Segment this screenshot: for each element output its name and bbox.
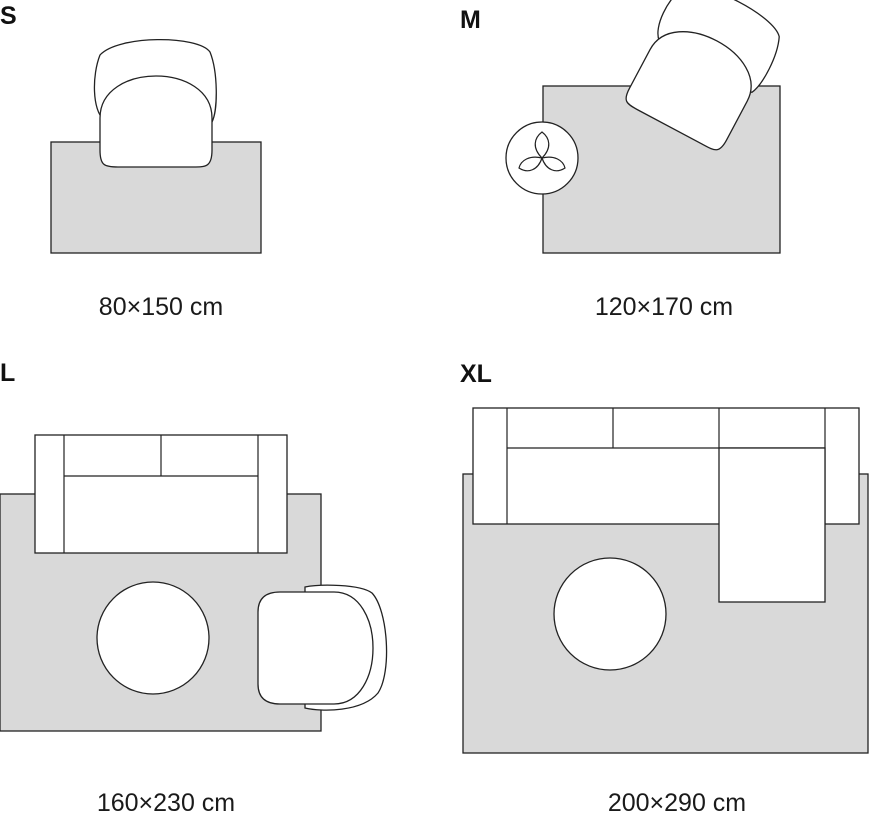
size-label-m: M: [460, 6, 481, 34]
dimension-label-m: 120×170 cm: [595, 293, 733, 321]
panel-s: S 80×150 cm: [0, 2, 262, 321]
armchair-l: [257, 584, 388, 711]
size-label-xl: XL: [460, 360, 492, 388]
coffee-table-l: [96, 581, 210, 695]
dimension-label-l: 160×230 cm: [97, 789, 235, 815]
size-label-s: S: [0, 2, 17, 30]
sectional-sofa-xl: [472, 407, 860, 603]
dimension-label-s: 80×150 cm: [99, 293, 223, 321]
armchair-s: [93, 38, 217, 168]
sofa-l: [34, 434, 288, 554]
panel-l: L 160×230 cm: [0, 359, 388, 815]
plant-icon: [518, 131, 566, 172]
panel-xl: XL 200×290 cm: [460, 360, 869, 815]
armchair-m: [625, 0, 780, 151]
panel-m: M 120×170 cm: [460, 0, 781, 321]
size-label-l: L: [0, 359, 15, 387]
coffee-table-xl: [553, 557, 667, 671]
dimension-label-xl: 200×290 cm: [608, 789, 746, 815]
side-table-m: [505, 121, 579, 195]
